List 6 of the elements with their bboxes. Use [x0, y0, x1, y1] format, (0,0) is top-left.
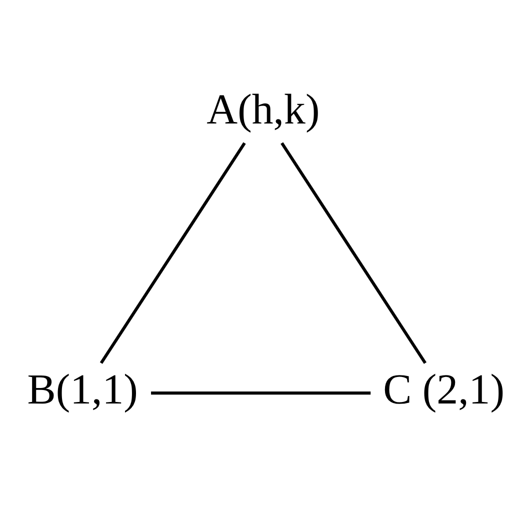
connector: [100, 142, 246, 364]
connector: [280, 142, 427, 364]
node-text: B(1,1): [27, 366, 138, 414]
connector: [151, 391, 371, 394]
node-text: A(h,k): [206, 86, 320, 134]
node-text: C (2,1): [383, 366, 504, 414]
